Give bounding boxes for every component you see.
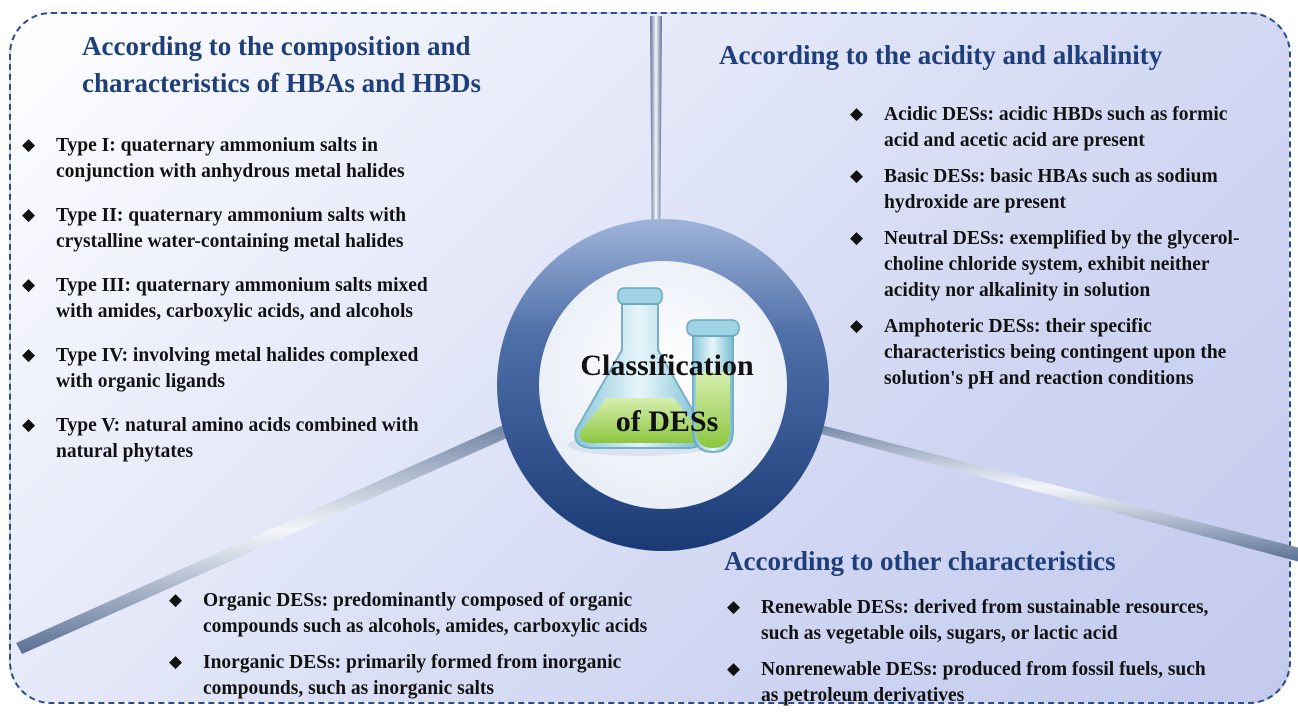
acidity-item-basic: ◆ Basic DESs: basic HBAs such as sodium …	[850, 166, 1218, 213]
divider-bar-right	[770, 412, 1298, 562]
organic-item-organic: ◆ Organic DESs: predominantly composed o…	[169, 590, 648, 637]
composition-heading: According to the composition and charact…	[82, 28, 481, 102]
bullet-icon: ◆	[727, 659, 741, 678]
other-item-renewable: ◆ Renewable DESs: derived from sustainab…	[727, 597, 1209, 644]
organic-list: ◆ Organic DESs: predominantly composed o…	[167, 588, 647, 702]
composition-list: ◆ Type I: quaternary ammonium salts in c…	[20, 133, 428, 465]
composition-item-type-1: ◆ Type I: quaternary ammonium salts in c…	[22, 135, 405, 182]
bullet-icon: ◆	[22, 205, 36, 224]
composition-heading-line-2: characteristics of HBAs and HBDs	[82, 68, 481, 98]
acidity-item-acidic: ◆ Acidic DESs: acidic HBDs such as formi…	[850, 104, 1228, 151]
bullet-icon: ◆	[850, 104, 864, 123]
composition-heading-line-1: According to the composition and	[82, 31, 471, 61]
composition-item-type-2: ◆ Type II: quaternary ammonium salts wit…	[22, 205, 407, 252]
composition-item-type-4: ◆ Type IV: involving metal halides compl…	[22, 345, 419, 392]
other-item-nonrenewable: ◆ Nonrenewable DESs: produced from fossi…	[727, 659, 1206, 706]
bullet-icon: ◆	[850, 316, 864, 335]
flask-icon	[568, 287, 740, 456]
bullet-icon: ◆	[169, 590, 183, 609]
bullet-icon: ◆	[22, 345, 36, 364]
other-heading: According to other characteristics	[724, 546, 1116, 576]
other-list: ◆ Renewable DESs: derived from sustainab…	[725, 595, 1208, 709]
composition-item-type-3: ◆ Type III: quaternary ammonium salts mi…	[22, 275, 428, 322]
divider-bar-top	[650, 16, 662, 272]
composition-item-type-5: ◆ Type V: natural amino acids combined w…	[22, 415, 419, 462]
organic-item-inorganic: ◆ Inorganic DESs: primarily formed from …	[169, 652, 622, 699]
bullet-icon: ◆	[22, 415, 36, 434]
bullet-icon: ◆	[727, 597, 741, 616]
bullet-icon: ◆	[169, 652, 183, 671]
acidity-heading: According to the acidity and alkalinity	[719, 40, 1163, 70]
center-label-line-1: Classification	[580, 349, 754, 382]
center-label: Classification of DESs	[548, 338, 786, 450]
center-label-line-2: of DESs	[615, 405, 719, 438]
bullet-icon: ◆	[850, 228, 864, 247]
bullet-icon: ◆	[850, 166, 864, 185]
acidity-item-amphoteric: ◆ Amphoteric DESs: their specific charac…	[850, 316, 1227, 389]
acidity-item-neutral: ◆ Neutral DESs: exemplified by the glyce…	[850, 228, 1240, 301]
bullet-icon: ◆	[22, 275, 36, 294]
divider-bar-left	[16, 406, 552, 654]
acidity-list: ◆ Acidic DESs: acidic HBDs such as formi…	[848, 102, 1239, 392]
bullet-icon: ◆	[22, 135, 36, 154]
